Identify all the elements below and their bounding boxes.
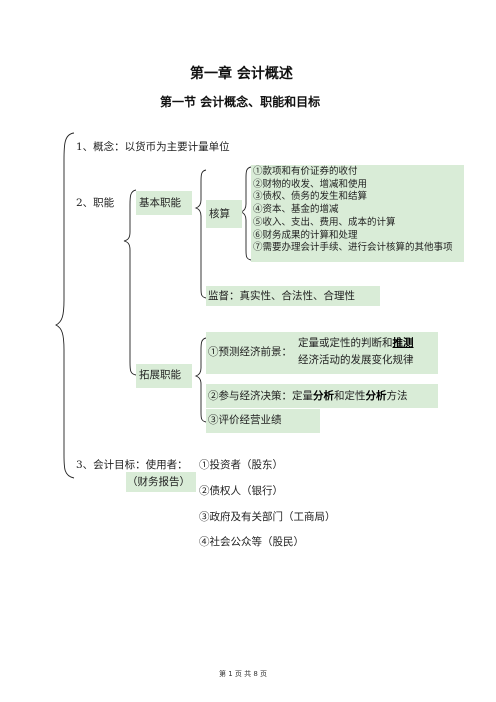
- decision-emphasis: 分析: [313, 390, 334, 402]
- function-label: 2、职能: [76, 197, 115, 209]
- evaluate-highlight: [206, 409, 320, 433]
- accounting-items-list: ①款项和有价证券的收付 ②财物的收发、增减和使用 ③债权、债务的发生和结算 ④资…: [253, 166, 453, 255]
- accounting-brace: [239, 166, 252, 261]
- user-item: ④社会公众等（股民）: [199, 536, 304, 548]
- decision-part: 和定性: [334, 390, 366, 402]
- basic-function-label: 基本职能: [139, 197, 181, 209]
- accounting-item: ③债权、债务的发生和结算: [253, 191, 368, 203]
- decision-part: 方法: [386, 390, 408, 402]
- forecast-emphasis: 推测: [392, 337, 414, 349]
- chapter-title: 第一章 会计概述: [190, 66, 293, 82]
- outer-brace: [54, 132, 75, 479]
- supervision-highlight: [206, 286, 380, 306]
- report-highlight: [126, 472, 196, 492]
- function-brace: [123, 189, 137, 376]
- forecast-line-1-text: 定量或定性的判断和: [298, 337, 393, 349]
- accounting-item: ①款项和有价证券的收付: [253, 166, 358, 177]
- goal-label: 3、会计目标：使用者：: [76, 459, 188, 471]
- forecast-highlight: [206, 332, 438, 374]
- basic-brace: [194, 169, 207, 299]
- page-footer: 第 1 页 共 8 页: [219, 670, 268, 678]
- accounting-highlight: [206, 200, 242, 228]
- decision-part: ②参与经济决策：定量: [208, 390, 313, 402]
- accounting-label: 核算: [209, 208, 230, 220]
- extended-brace: [194, 337, 207, 423]
- accounting-item: ⑦需要办理会计手续、进行会计核算的其他事项: [253, 242, 453, 254]
- decision-text: ②参与经济决策：定量分析和定性分析方法: [208, 389, 408, 403]
- user-item: ③政府及有关部门（工商局）: [199, 511, 336, 523]
- basic-function-highlight: [136, 191, 192, 215]
- report-label: （财务报告）: [127, 476, 190, 488]
- decision-emphasis: 分析: [365, 390, 387, 402]
- forecast-label: ①预测经济前景：: [208, 346, 292, 358]
- supervision-text: 监督：真实性、合法性、合理性: [208, 290, 355, 302]
- concept-text: 1、概念：以货币为主要计量单位: [76, 141, 230, 153]
- accounting-items-highlight: [251, 165, 464, 262]
- extended-function-label: 拓展职能: [139, 369, 181, 381]
- accounting-item: ⑤收入、支出、费用、成本的计算: [253, 216, 396, 228]
- extended-function-highlight: [136, 364, 192, 388]
- section-title: 第一节 会计概念、职能和目标: [160, 95, 321, 109]
- forecast-line-1: 定量或定性的判断和推测: [298, 336, 414, 350]
- evaluate-text: ③评价经营业绩: [208, 414, 282, 426]
- accounting-item: ④资本、基金的增减: [253, 204, 339, 216]
- accounting-item: ⑥财务成果的计算和处理: [253, 229, 358, 241]
- forecast-line-2: 经济活动的发展变化规律: [298, 354, 414, 366]
- user-item: ①投资者（股东）: [199, 459, 283, 471]
- user-item: ②债权人（银行）: [199, 485, 283, 497]
- accounting-item: ②财物的收发、增减和使用: [253, 178, 368, 190]
- decision-highlight: [206, 384, 438, 408]
